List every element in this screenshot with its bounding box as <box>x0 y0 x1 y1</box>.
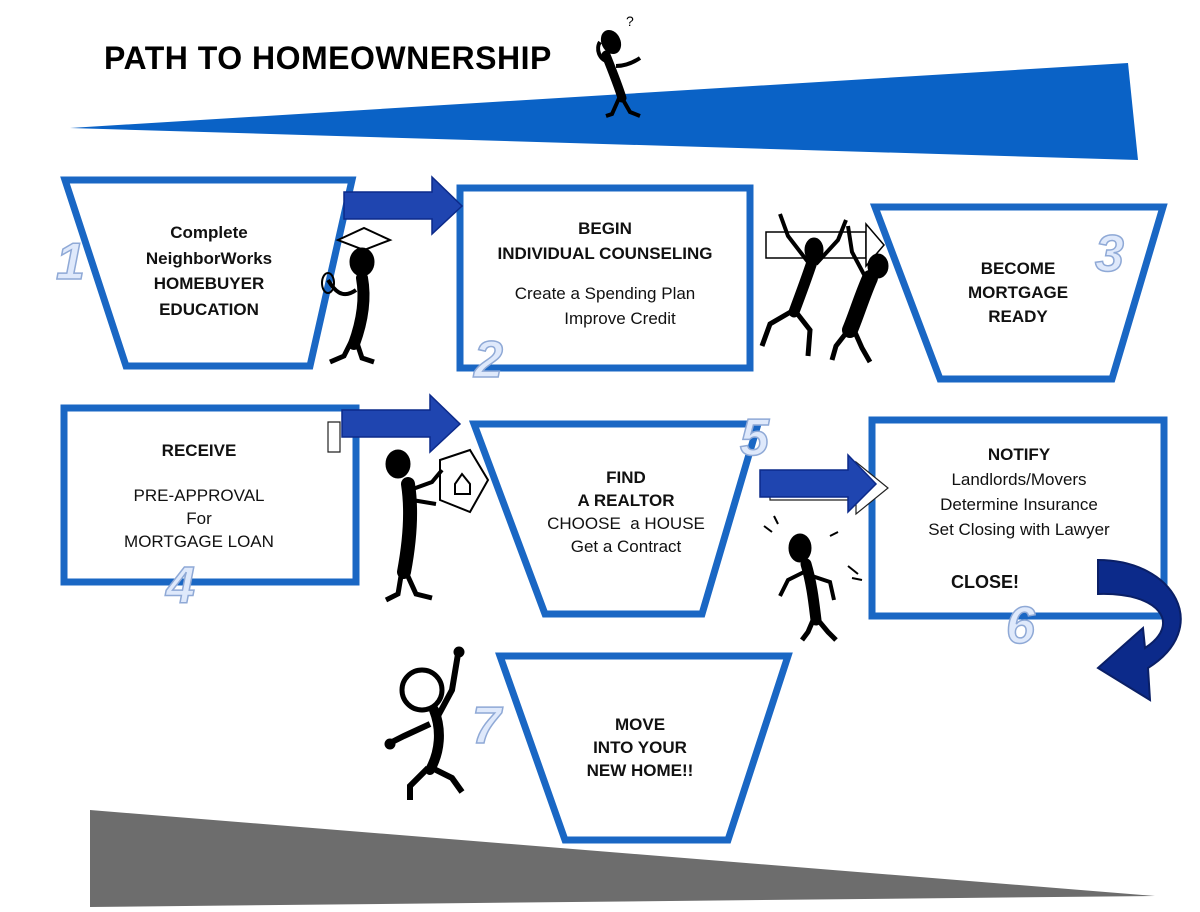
bottom-wedge-bar <box>90 810 1155 907</box>
step2-frame <box>456 184 754 372</box>
excited-stick-figure-icon <box>763 515 863 642</box>
step6-detail: Set Closing with Lawyer <box>928 520 1110 539</box>
step3-number: 3 <box>1094 225 1124 283</box>
confused-stick-figure-icon: ? <box>596 13 642 118</box>
step3-line: MORTGAGE <box>967 283 1069 302</box>
step7-line: INTO YOUR <box>593 738 687 757</box>
step3-line: BECOME <box>980 259 1056 278</box>
step4-frame <box>60 404 360 586</box>
step2-detail: Create a Spending Plan <box>514 284 696 303</box>
step6-detail: Landlords/Movers <box>951 470 1087 489</box>
step6-frame <box>868 416 1168 620</box>
step5-detail: CHOOSE a HOUSE <box>547 514 705 533</box>
step1-number: 1 <box>55 233 85 291</box>
page-title: PATH TO HOMEOWNERSHIP <box>104 40 552 76</box>
curved-arrow-icon <box>1096 558 1182 702</box>
step1-line: Complete <box>170 223 248 242</box>
step2-text: BEGIN INDIVIDUAL COUNSELING Create a Spe… <box>470 216 740 331</box>
step5-text: FIND A REALTOR CHOOSE a HOUSE Get a Cont… <box>516 466 736 558</box>
step3-text: BECOME MORTGAGE READY <box>918 257 1118 329</box>
step2-detail: Improve Credit <box>564 309 676 328</box>
step1-text: Complete NeighborWorks HOMEBUYER EDUCATI… <box>114 220 304 322</box>
step5-number: 5 <box>739 409 769 467</box>
step6-heading: NOTIFY <box>987 445 1051 464</box>
step7-line: NEW HOME!! <box>586 761 694 780</box>
step5-heading: FIND <box>606 468 646 487</box>
step1-line: HOMEBUYER <box>153 274 265 293</box>
step6-text: NOTIFY Landlords/Movers Determine Insura… <box>886 442 1152 542</box>
step1-frame <box>60 176 357 370</box>
step6-close: CLOSE! <box>950 572 1019 592</box>
top-wedge-bar <box>70 63 1138 160</box>
step7-number: 7 <box>471 697 501 755</box>
graduate-stick-figure-icon <box>321 226 393 365</box>
step5-detail: Get a Contract <box>570 537 682 556</box>
step2-heading: INDIVIDUAL COUNSELING <box>497 244 713 263</box>
step7-frame <box>495 652 793 844</box>
step7-line: MOVE <box>614 715 666 734</box>
step1-line: EDUCATION <box>159 299 259 319</box>
arrow-right-icon <box>759 453 889 516</box>
step4-text: RECEIVE PRE-APPROVAL For MORTGAGE LOAN <box>74 439 324 553</box>
step4-detail: PRE-APPROVAL <box>133 486 265 505</box>
cheering-stick-figure-icon <box>384 646 465 800</box>
step7-text: MOVE INTO YOUR NEW HOME!! <box>540 713 740 782</box>
step6-detail: Determine Insurance <box>940 495 1098 514</box>
step1-line: NeighborWorks <box>145 248 273 268</box>
step2-heading: BEGIN <box>578 219 632 238</box>
celebrating-stick-figures-icon <box>759 213 889 364</box>
house-sign-stick-figure-icon <box>384 448 490 603</box>
step4-detail: For <box>186 509 212 528</box>
step5-frame <box>468 420 763 618</box>
step4-number: 4 <box>165 557 195 615</box>
step2-number: 2 <box>473 331 503 389</box>
step3-line: READY <box>988 307 1048 326</box>
svg-text:?: ? <box>626 13 634 29</box>
step5-heading: A REALTOR <box>577 491 675 510</box>
step6-number: 6 <box>1005 597 1035 655</box>
arrow-right-icon <box>327 393 462 454</box>
arrow-right-icon <box>343 175 464 236</box>
step3-frame <box>869 203 1168 383</box>
step4-detail: MORTGAGE LOAN <box>124 532 274 551</box>
step4-heading: RECEIVE <box>161 441 237 460</box>
